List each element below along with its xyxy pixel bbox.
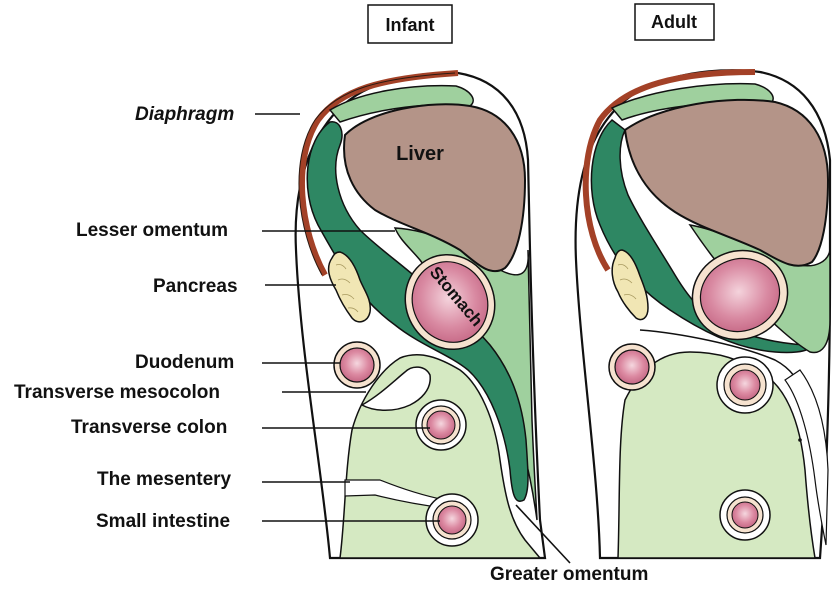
infant-transverse-colon [415,399,467,451]
adult-small-intestine [719,489,771,541]
pancreas-label: Pancreas [153,276,238,297]
infant-stomach [404,253,496,351]
greater-omentum-label: Greater omentum [490,564,648,585]
adult-liver [623,98,830,267]
infant-panel: Liver Stomach [294,70,547,560]
adult-top-peritoneum [610,82,774,121]
infant-title: Infant [386,15,435,35]
adult-pancreas [611,249,649,321]
adult-stomach [691,249,789,341]
adult-title-box: Adult [634,3,715,41]
adult-diaphragm [582,69,756,272]
adult-duodenum [608,343,656,391]
infant-liver [343,103,527,273]
infant-top-peritoneum [328,84,474,123]
infant-diaphragm [298,70,459,277]
mesentery-label: The mesentery [97,469,232,490]
transverse-mesocolon-label: Transverse mesocolon [14,382,220,403]
infant-small-intestine [425,493,479,547]
adult-panel [574,69,832,560]
infant-mesocolon-fold [360,366,431,411]
small-intestine-label: Small intestine [96,511,230,532]
adult-greater-omentum [784,369,829,546]
infant-pancreas [327,251,372,323]
adult-title: Adult [651,12,697,32]
infant-duodenum [333,341,381,389]
transverse-colon-label: Transverse colon [71,417,227,438]
duodenum-label: Duodenum [135,352,234,373]
adult-transverse-colon [716,356,774,414]
diaphragm-label: Diaphragm [135,104,234,125]
leader-lines [255,113,571,564]
infant-title-box: Infant [367,4,453,44]
lesser-omentum-label: Lesser omentum [76,220,228,241]
liver-label: Liver [396,143,444,165]
